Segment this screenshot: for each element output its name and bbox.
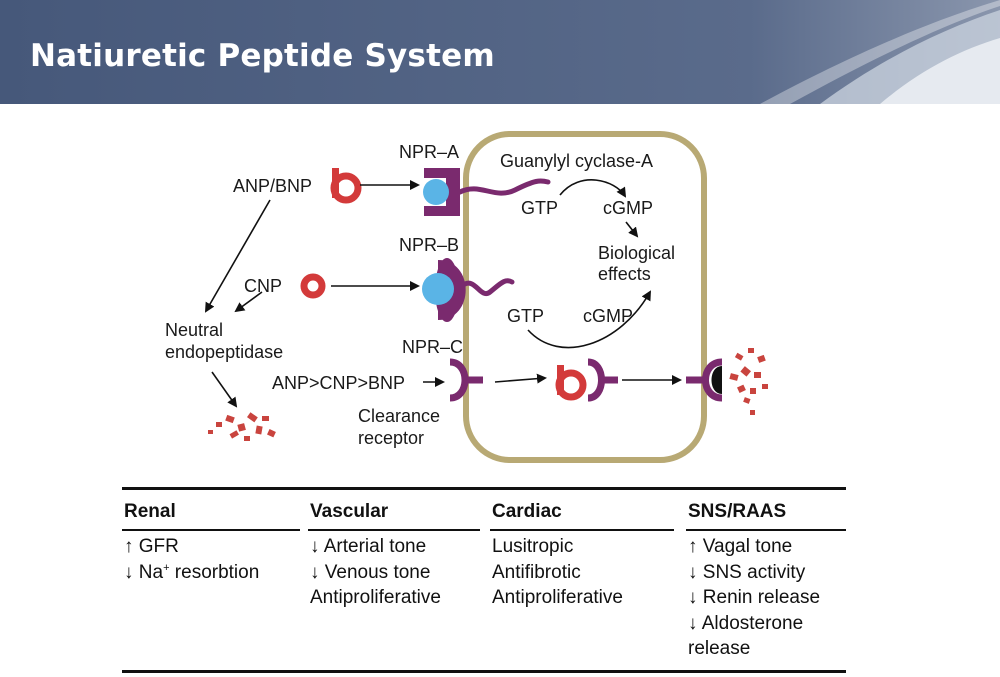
cell: ↑ GFR — [124, 536, 179, 557]
npr-a-label: NPR–A — [399, 142, 459, 162]
npr-b-receptor — [422, 258, 515, 322]
slide-title: Natiuretic Peptide System — [30, 38, 495, 74]
banner-background — [0, 0, 1000, 104]
header-banner: Natiuretic Peptide System — [0, 0, 1000, 104]
gtp-label-b: GTP — [507, 306, 544, 326]
table-bottom-rule — [122, 670, 846, 673]
column-header: Cardiac — [492, 501, 562, 522]
table-top-rule — [122, 487, 846, 490]
npr-c-receptor — [449, 358, 483, 402]
cell: ↑ Vagal tone — [688, 536, 793, 557]
clearance-label: Clearance — [358, 406, 440, 426]
recycled-receptor-icon — [686, 358, 723, 402]
cell: Antiproliferative — [310, 587, 441, 608]
cell: release — [688, 638, 751, 659]
npr-b-label: NPR–B — [399, 235, 459, 255]
arrow-to-internalization — [494, 373, 547, 384]
np-diagram: ANP/BNP CNP NPR–A NPR–B NPR–C Guanylyl c… — [165, 131, 768, 463]
neutral-label: Neutral — [165, 320, 223, 340]
column-rule — [308, 529, 480, 531]
cell: ↓ Aldosterone — [688, 612, 804, 634]
npr-c-label: NPR–C — [402, 337, 463, 357]
cnp-ligand-icon — [300, 273, 326, 299]
degraded-fragments-icon — [208, 412, 276, 441]
arrow-nep-to-fragments — [211, 371, 238, 408]
column-header: Renal — [124, 501, 176, 522]
npr-a-receptor — [423, 168, 551, 216]
cell: Antifibrotic — [492, 561, 581, 583]
cell: ↓ Renin release — [688, 587, 821, 608]
affinity-order-label: ANP>CNP>BNP — [272, 373, 405, 393]
gtp-label-a: GTP — [521, 198, 558, 218]
degraded-fragments-right-icon — [729, 348, 768, 415]
cell: ↓ Arterial tone — [310, 536, 427, 557]
column-header: SNS/RAAS — [688, 501, 787, 522]
biological-label: Biological — [598, 243, 675, 263]
column-header: Vascular — [310, 501, 389, 522]
cell: ↓ SNS activity — [688, 561, 806, 583]
cnp-label: CNP — [244, 276, 282, 296]
guanylyl-cyclase-label: Guanylyl cyclase-A — [500, 151, 653, 171]
arrow-cgmp-to-effects — [625, 221, 639, 238]
cell: Antiproliferative — [492, 587, 623, 608]
column-rule — [490, 529, 674, 531]
pathway-arrows — [205, 179, 682, 408]
endopeptidase-label: endopeptidase — [165, 342, 283, 362]
cell: ↓ Na+ resorbtion — [124, 561, 260, 583]
arrow-cnp-to-nep — [234, 291, 263, 313]
column-rule — [686, 529, 846, 531]
arrow-anp-to-nep — [205, 199, 271, 313]
anp-bnp-label: ANP/BNP — [233, 176, 312, 196]
column-rule — [122, 529, 300, 531]
cell: ↓ Venous tone — [310, 561, 431, 583]
cgmp-label-b: cGMP — [583, 306, 633, 326]
receptor-label: receptor — [358, 428, 424, 448]
effects-label: effects — [598, 264, 651, 284]
arrow-gtp-to-cgmp-a — [559, 179, 627, 198]
cell: Lusitropic — [492, 536, 574, 557]
cgmp-label-a: cGMP — [603, 198, 653, 218]
arrow-gtp-to-cgmp-b — [527, 290, 651, 349]
internalized-complex-icon — [555, 358, 618, 402]
anp-bnp-ligand-icon — [330, 168, 362, 204]
cell-membrane — [463, 131, 707, 463]
